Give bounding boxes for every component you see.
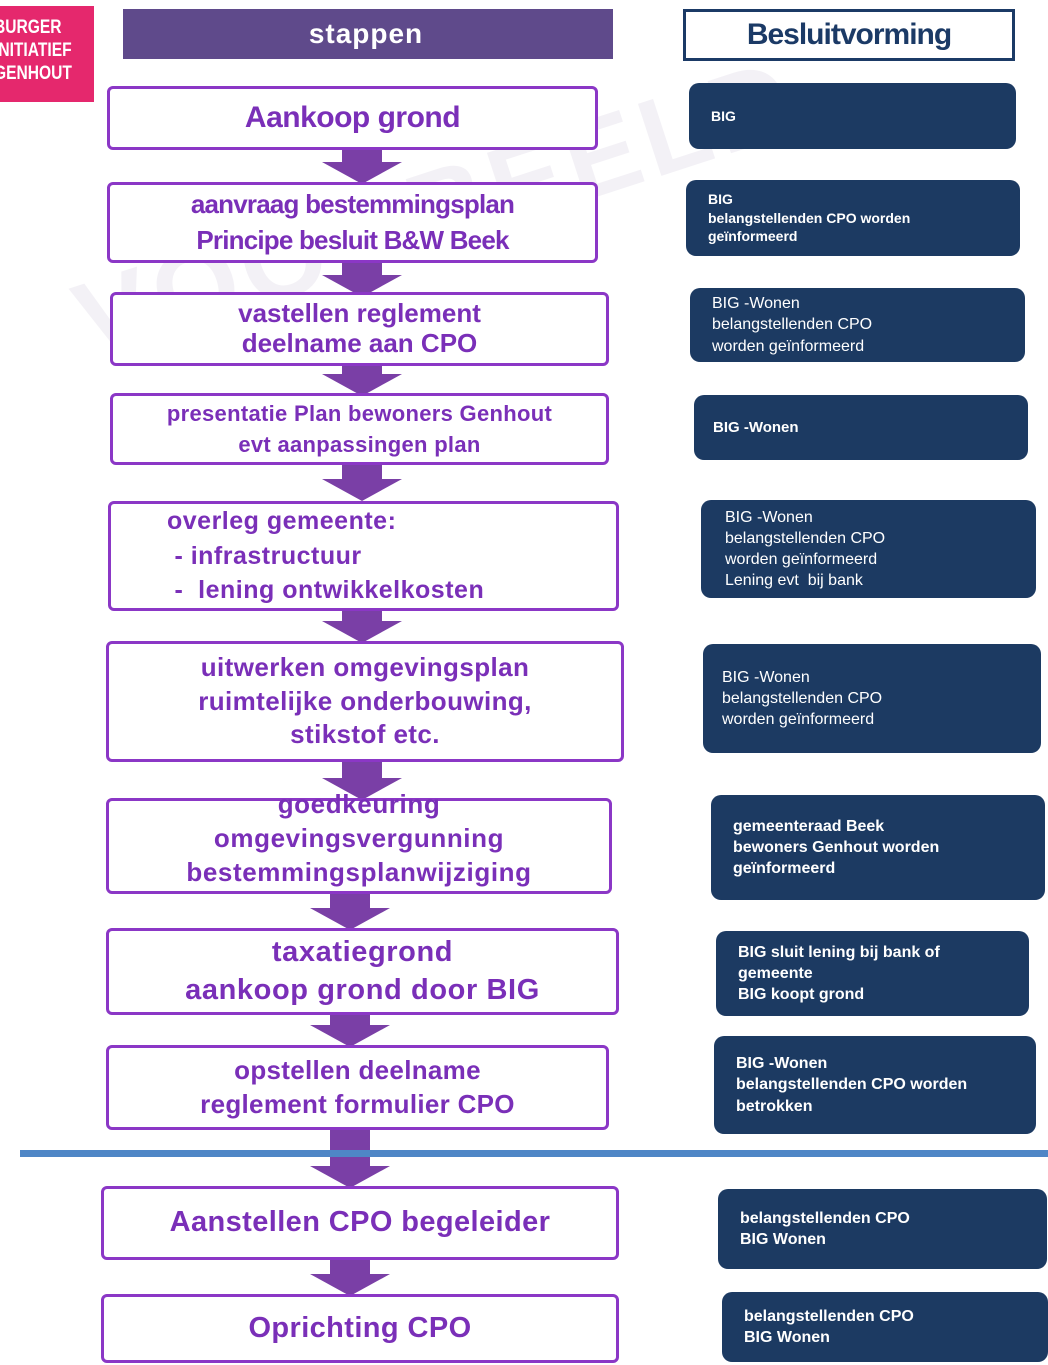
decision-text: belangstellenden CPO [725,529,886,547]
logo-line: BURGER [0,17,62,38]
step-text: stikstof etc. [290,719,440,750]
step-text: aanvraag bestemmingsplan [190,188,515,219]
decision-text: BIG Wonen [740,1231,826,1248]
step-text: goedkeuring [277,789,441,820]
decision-box: belangstellenden CPO BIG Wonen [722,1292,1048,1362]
flow-arrow [310,1260,390,1296]
step-aanvraag-bestemmingsplan: aanvraag bestemmingsplan Principe beslui… [107,182,598,263]
decision-text: BIG sluit lening bij bank of [738,943,940,961]
step-text: deelname aan CPO [241,328,478,358]
decision-text: gemeenteraad Beek [733,817,885,835]
decision-text: BIG -Wonen [722,668,810,686]
flow-arrow [322,611,402,643]
decision-box: BIG sluit lening bij bank of gemeente BI… [716,931,1029,1016]
flow-arrow [310,1015,390,1047]
step-text: vastellen reglement [238,298,481,329]
flow-arrow [322,263,402,297]
decision-text: BIG -Wonen [725,508,813,526]
logo-line: INITIATIEF [0,40,72,61]
decision-text: belangstellenden CPO [740,1209,910,1227]
decision-text: belangstellenden CPO [722,689,883,707]
decision-text: bewoners Genhout worden [733,838,940,856]
step-text: evt aanpassingen plan [238,432,481,457]
decision-text: geïnformeerd [708,228,798,245]
decision-text: belangstellenden CPO [712,316,873,334]
step-text: Principe besluit B&W Beek [196,224,509,255]
step-text: Aankoop grond [244,100,461,134]
step-oprichting-cpo: Oprichting CPO [101,1294,619,1363]
step-text: ruimtelijke onderbouwing, [198,685,532,716]
flow-arrow [310,894,390,930]
decision-text: belangstellenden CPO worden [736,1076,968,1094]
decision-text: worden geïnformeerd [725,551,878,568]
step-text: Oprichting CPO [248,1311,472,1344]
decision-box: BIG [689,83,1016,149]
decision-box: BIG -Wonen belangstellenden CPO worden g… [690,288,1025,362]
step-text: uitwerken omgevingsplan [200,651,530,682]
flow-arrow [322,762,402,800]
decision-text: worden geïnformeerd [712,337,865,355]
decision-box: BIG -Wonen belangstellenden CPO worden g… [703,644,1041,753]
decision-text: BIG -Wonen [712,295,800,313]
decision-text: gemeente [738,964,813,982]
steps-header: stappen [123,9,613,59]
decision-text: BIG -Wonen [736,1055,828,1073]
step-aanstellen-cpo-begeleider: Aanstellen CPO begeleider [101,1186,619,1260]
step-overleg-gemeente: overleg gemeente: - infrastructuur - len… [108,501,619,611]
step-text: opstellen deelname [234,1054,481,1085]
decision-box: BIG -Wonen belangstellenden CPO worden g… [701,500,1036,598]
decision-box: gemeenteraad Beek bewoners Genhout worde… [711,795,1045,900]
flow-arrow [322,366,402,396]
decision-box: BIG -Wonen belangstellenden CPO worden b… [714,1036,1036,1134]
decision-text: betrokken [736,1097,813,1115]
step-presentatie-plan: presentatie Plan bewoners Genhout evt aa… [110,393,609,465]
step-text: - lening ontwikkelkosten [167,576,485,605]
step-vastellen-reglement: vastellen reglement deelname aan CPO [110,292,609,366]
section-divider [20,1150,1048,1157]
decision-text: BIG Wonen [744,1329,830,1346]
step-text: taxatiegrond [271,936,454,969]
step-text: overleg gemeente: [167,506,397,535]
step-opstellen-deelname: opstellen deelname reglement formulier C… [106,1045,609,1130]
decision-text: BIG [708,191,733,208]
flow-arrow [322,150,402,184]
step-text: bestemmingsplanwijziging [186,856,532,887]
decision-header: Besluitvorming [683,9,1015,61]
decision-text: BIG koopt grond [738,986,865,1004]
decision-text: geïnformeerd [733,860,836,878]
flow-arrow [322,465,402,501]
decision-text: BIG -Wonen [713,418,799,436]
flow-arrow [310,1130,390,1188]
step-goedkeuring-omgevingsvergunning: goedkeuring omgevingsvergunning bestemmi… [106,789,612,894]
step-aankoop-grond: Aankoop grond [107,86,598,150]
decision-text: belangstellenden CPO [744,1307,914,1325]
step-text: Aanstellen CPO begeleider [169,1206,551,1239]
step-text: presentatie Plan bewoners Genhout [166,400,553,426]
logo-line: GENHOUT [0,63,72,84]
decision-box: belangstellenden CPO BIG Wonen [718,1189,1047,1269]
decision-text: Lening evt bij bank [725,572,863,590]
burger-initiatief-genhout-logo: BURGER INITIATIEF GENHOUT [0,6,94,102]
decision-box: BIG belangstellenden CPO worden geïnform… [686,180,1020,256]
step-text: - infrastructuur [167,541,362,570]
decision-text: worden geïnformeerd [722,711,875,729]
step-text: reglement formulier CPO [200,1088,515,1119]
decision-text: BIG [711,107,736,124]
step-uitwerken-omgevingsplan: uitwerken omgevingsplan ruimtelijke onde… [106,641,624,762]
step-text: aankoop grond door BIG [185,973,540,1006]
step-taxatiegrond: taxatiegrond aankoop grond door BIG [106,928,619,1015]
step-text: omgevingsvergunning [213,823,505,854]
decision-box: BIG -Wonen [694,395,1028,460]
decision-text: belangstellenden CPO worden [708,209,911,226]
